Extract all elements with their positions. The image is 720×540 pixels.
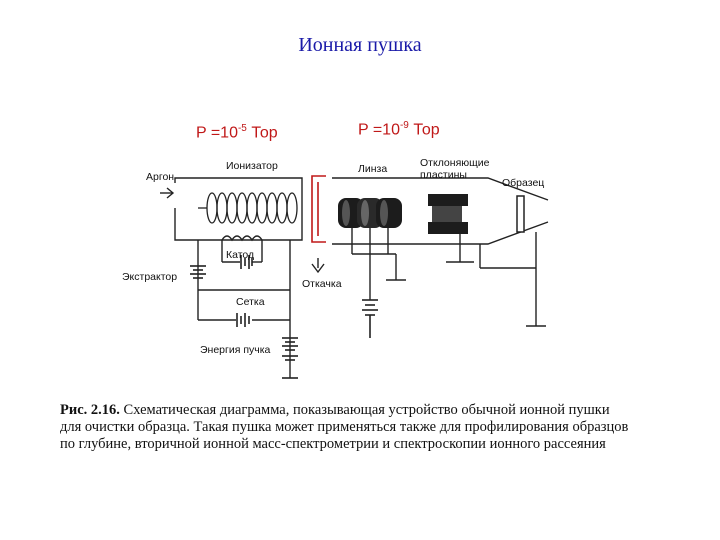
pressure-boundary bbox=[311, 175, 326, 243]
label-extractor: Экстрактор bbox=[122, 271, 177, 283]
schematic-lines bbox=[160, 177, 549, 378]
pressure-exponent: -9 bbox=[399, 120, 409, 131]
lens-battery-icon bbox=[362, 299, 378, 338]
figure-caption: Рис. 2.16. Схематическая диаграмма, пока… bbox=[60, 402, 630, 453]
pressure-base: P =10 bbox=[196, 124, 238, 142]
label-ionizer: Ионизатор bbox=[226, 160, 278, 172]
lens-elements bbox=[338, 198, 402, 228]
pumping-arrow-icon bbox=[311, 258, 325, 274]
sample-plate bbox=[516, 195, 525, 233]
cathode-filament bbox=[221, 235, 263, 242]
pressure-exponent: -5 bbox=[237, 123, 247, 134]
pressure-base: P =10 bbox=[358, 121, 400, 139]
chamber-tube-top bbox=[332, 177, 549, 201]
deflection-plates bbox=[428, 194, 468, 234]
argon-arrow-icon bbox=[166, 187, 175, 199]
label-deflect-2: пластины bbox=[420, 169, 467, 181]
beam-energy-battery-icon bbox=[282, 337, 298, 361]
figure-number: Рис. 2.16. bbox=[60, 402, 120, 418]
pressure-unit: Тор bbox=[246, 124, 278, 142]
label-argon: Аргон bbox=[146, 171, 174, 183]
pressure-label-ionizer: P =10-5 Тор bbox=[196, 123, 278, 142]
pressure-label-chamber: P =10-9 Тор bbox=[358, 120, 440, 139]
label-deflect-1: Отклоняющие bbox=[420, 157, 490, 169]
label-beam-energy: Энергия пучка bbox=[200, 344, 271, 356]
caption-text: Схематическая диаграмма, показывающая ус… bbox=[60, 402, 629, 452]
label-grid: Сетка bbox=[236, 296, 265, 308]
grid-battery-icon bbox=[236, 313, 250, 327]
ionizer-housing bbox=[174, 177, 303, 241]
slide-title: Ионная пушка bbox=[298, 34, 422, 56]
label-pumping: Откачка bbox=[302, 278, 342, 290]
label-lens: Линза bbox=[358, 163, 387, 175]
chamber-tube-bottom bbox=[332, 221, 549, 245]
cathode-battery-icon bbox=[240, 255, 253, 269]
extractor-battery-icon bbox=[190, 265, 206, 279]
ground-icon bbox=[282, 261, 546, 379]
pressure-unit: Тор bbox=[408, 121, 440, 139]
ion-gun-schematic: Аргон Ионизатор Линза Отклоняющие пласти… bbox=[122, 157, 549, 379]
label-sample: Образец bbox=[502, 177, 544, 189]
label-cathode: Катод bbox=[226, 249, 254, 261]
ionizer-coil bbox=[198, 192, 298, 224]
